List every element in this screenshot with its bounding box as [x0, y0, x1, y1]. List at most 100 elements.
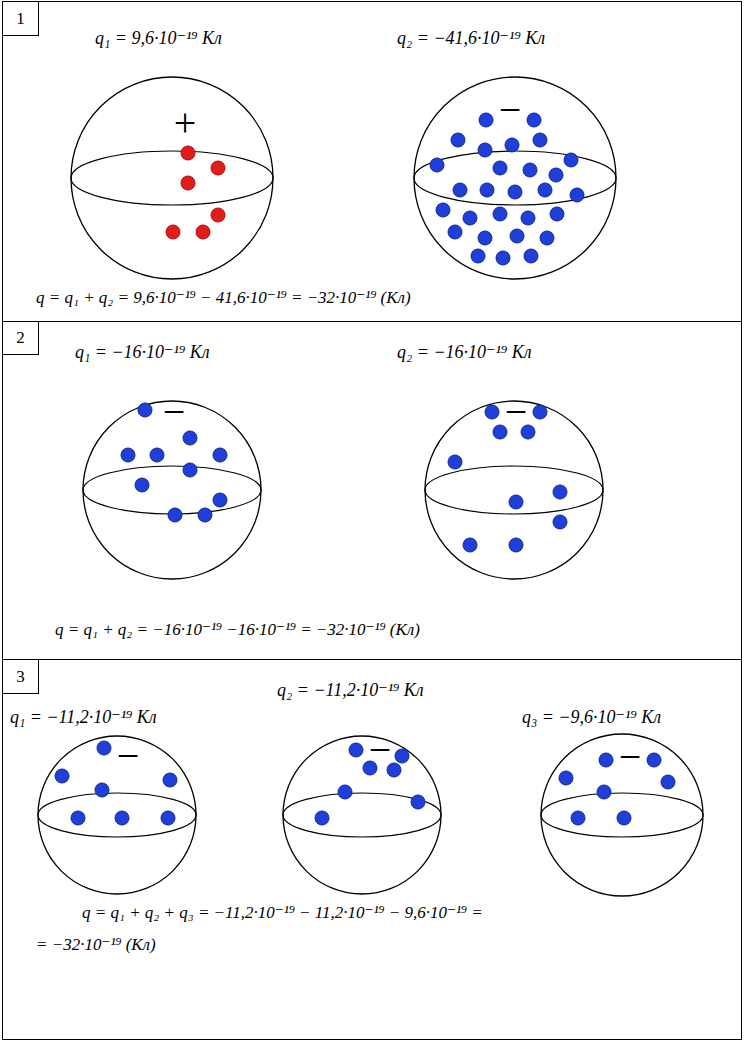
- sphere-circle: [283, 736, 441, 894]
- sphere-circle: [414, 77, 616, 279]
- charged-sphere: q₁ = 9,6·10⁻¹⁹ Кл+: [70, 76, 274, 280]
- charge-sign: −: [505, 392, 528, 432]
- formula-holder: q = q₁ + q₂ = −16·10⁻¹⁹ −16·10⁻¹⁹ = −32·…: [55, 618, 420, 642]
- sign-holder: −: [499, 90, 522, 130]
- charge-dot: [161, 811, 175, 825]
- charge-sign: −: [117, 736, 140, 776]
- charge-dot: [448, 225, 462, 239]
- charge-label-holder: q₁ = 9,6·10⁻¹⁹ Кл: [95, 27, 222, 49]
- panel-frame: q = q₁ + q₂ = −16·10⁻¹⁹ −16·10⁻¹⁹ = −32·…: [2, 321, 742, 660]
- charge-dot: [168, 508, 182, 522]
- charged-sphere: q₁ = −16·10⁻¹⁹ Кл−: [82, 400, 262, 580]
- charge-dot: [538, 183, 552, 197]
- sphere-circle: [541, 734, 703, 896]
- charge-dot: [510, 229, 524, 243]
- charge-dot: [166, 225, 180, 239]
- sign-holder: −: [117, 736, 140, 776]
- charge-dot: [463, 538, 477, 552]
- charge-dot: [338, 785, 352, 799]
- sign-holder: +: [174, 103, 197, 143]
- charge-dot: [485, 405, 499, 419]
- sign-holder: −: [163, 392, 186, 432]
- charge-dot: [523, 163, 537, 177]
- sign-holder: −: [619, 737, 642, 777]
- sphere-circle: [71, 77, 273, 279]
- charge-label: q₃ = −9,6·10⁻¹⁹ Кл: [522, 706, 661, 728]
- charge-dot: [661, 775, 675, 789]
- charge-dot: [478, 143, 492, 157]
- charge-dot: [479, 113, 493, 127]
- charge-dot: [496, 251, 510, 265]
- charge-dot: [181, 176, 195, 190]
- charge-label-holder: q₂ = −16·10⁻¹⁹ Кл: [397, 341, 532, 363]
- charge-label-holder: q₁ = −11,2·10⁻¹⁹ Кл: [10, 706, 157, 728]
- charge-label: q₁ = 9,6·10⁻¹⁹ Кл: [95, 27, 222, 49]
- charge-dot: [395, 749, 409, 763]
- charge-dot: [349, 743, 363, 757]
- panel-number-box: 3: [2, 659, 39, 694]
- charge-dot: [493, 161, 507, 175]
- charge-label-holder: q₂ = −41,6·10⁻¹⁹ Кл: [397, 27, 545, 49]
- charge-dot: [549, 168, 563, 182]
- equator-ellipse: [425, 466, 603, 514]
- panel-number-box: 2: [2, 321, 39, 355]
- charge-dot: [135, 478, 149, 492]
- charge-dot: [71, 811, 85, 825]
- sum-formula: q = q₁ + q₂ = −16·10⁻¹⁹ −16·10⁻¹⁹ = −32·…: [55, 618, 420, 642]
- sphere-outline: [70, 76, 274, 280]
- charge-dot: [211, 161, 225, 175]
- charge-label: q₂ = −16·10⁻¹⁹ Кл: [397, 341, 532, 363]
- charge-label-holder: q₂ = −11,2·10⁻¹⁹ Кл: [277, 679, 424, 701]
- charge-dot: [196, 225, 210, 239]
- equator-ellipse: [541, 793, 703, 837]
- charge-dot: [183, 431, 197, 445]
- charge-dot: [508, 185, 522, 199]
- charged-sphere: q₂ = −16·10⁻¹⁹ Кл−: [424, 400, 604, 580]
- charge-dot: [478, 231, 492, 245]
- panel-number: 3: [16, 667, 25, 687]
- charge-dot: [509, 538, 523, 552]
- charge-dot: [451, 133, 465, 147]
- charge-dot: [597, 785, 611, 799]
- charge-dot: [553, 485, 567, 499]
- equator-ellipse: [71, 151, 273, 205]
- sphere-outline: [282, 735, 442, 895]
- charge-dot: [571, 811, 585, 825]
- charge-dot: [471, 249, 485, 263]
- charge-sign: −: [619, 737, 642, 777]
- charge-dot: [95, 783, 109, 797]
- charge-dot: [198, 508, 212, 522]
- formula-holder: q = q₁ + q₂ = 9,6·10⁻¹⁹ − 41,6·10⁻¹⁹ = −…: [36, 286, 411, 310]
- charge-dot: [211, 208, 225, 222]
- equator-ellipse: [83, 466, 261, 514]
- charged-sphere: q₃ = −9,6·10⁻¹⁹ Кл−: [540, 733, 704, 897]
- sum-formula: q = q₁ + q₂ + q₃ = −11,2·10⁻¹⁹ − 11,2·10…: [36, 897, 487, 961]
- charge-dot: [564, 153, 578, 167]
- charge-dot: [183, 463, 197, 477]
- charge-dot: [115, 811, 129, 825]
- sign-holder: −: [505, 392, 528, 432]
- charge-dot: [570, 188, 584, 202]
- charge-dot: [521, 211, 535, 225]
- charge-dot: [453, 183, 467, 197]
- charge-dot: [138, 403, 152, 417]
- charge-dot: [550, 207, 564, 221]
- charge-dot: [55, 769, 69, 783]
- charge-dot: [527, 113, 541, 127]
- charge-dot: [181, 146, 195, 160]
- charge-label: q₂ = −41,6·10⁻¹⁹ Кл: [397, 27, 545, 49]
- panel-number: 1: [16, 9, 25, 29]
- charge-dot: [121, 448, 135, 462]
- charge-dot: [430, 158, 444, 172]
- panel-number-box: 1: [2, 1, 39, 36]
- charge-dot: [540, 231, 554, 245]
- charge-dot: [505, 138, 519, 152]
- charge-dot: [533, 405, 547, 419]
- sum-formula: q = q₁ + q₂ = 9,6·10⁻¹⁹ − 41,6·10⁻¹⁹ = −…: [36, 286, 411, 310]
- panel-frame: q = q₁ + q₂ + q₃ = −11,2·10⁻¹⁹ − 11,2·10…: [2, 659, 742, 1040]
- charge-dot: [559, 771, 573, 785]
- charge-dot: [463, 211, 477, 225]
- formula-holder: q = q₁ + q₂ + q₃ = −11,2·10⁻¹⁹ − 11,2·10…: [36, 897, 487, 961]
- charge-sign: −: [369, 730, 392, 770]
- equator-ellipse: [38, 793, 196, 837]
